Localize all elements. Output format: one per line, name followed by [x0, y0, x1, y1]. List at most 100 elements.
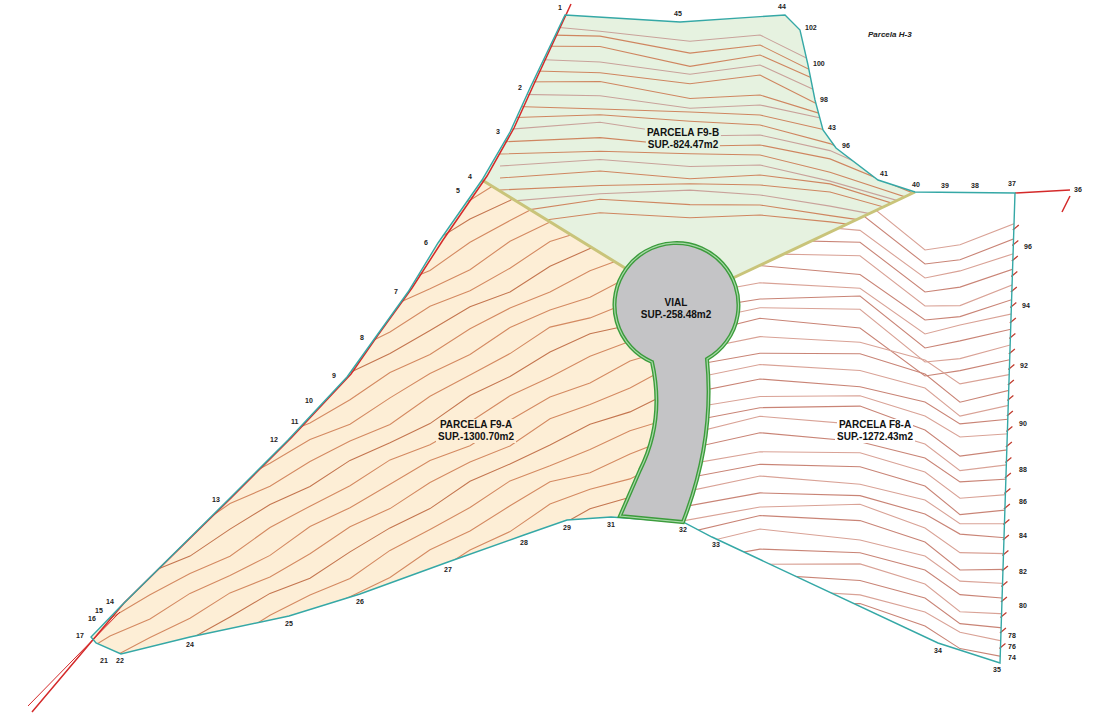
- contour-line: [500, 94, 930, 180]
- point-number: 11: [291, 418, 298, 426]
- elevation-label: 78: [1008, 632, 1016, 640]
- contour-line: [70, 0, 750, 222]
- point-number: 28: [520, 539, 528, 547]
- elevation-label: 94: [1022, 302, 1030, 310]
- contour-line: [500, 58, 930, 165]
- point-number: 39: [941, 182, 949, 190]
- parcel-outline: [91, 180, 665, 654]
- parcel-name: PARCELA F9-B: [645, 127, 721, 139]
- parcel-area: SUP.-824.47m2: [646, 139, 720, 151]
- contour-line: [70, 0, 750, 268]
- point-number: 26: [356, 598, 364, 606]
- point-number: 43: [828, 124, 836, 132]
- point-number: 8: [360, 334, 364, 342]
- boundary-line: [91, 15, 1015, 663]
- parcel-outline: [614, 243, 738, 524]
- point-number: 6: [424, 239, 428, 247]
- boundary-red-line: [32, 4, 571, 712]
- contour-line: [500, 22, 930, 150]
- point-number: 27: [444, 566, 452, 574]
- contour-line: [660, 626, 1020, 690]
- contour-line: [500, 46, 930, 160]
- point-number: 41: [880, 170, 888, 178]
- contour-line: [70, 493, 750, 719]
- point-number: 102: [805, 24, 817, 32]
- parcel-text: VIALSUP.-258.48m2: [639, 297, 713, 321]
- road-shape: [614, 243, 738, 522]
- contour-line: [500, 190, 930, 225]
- point-number: 45: [674, 10, 682, 18]
- parcel-area: SUP.-258.48m2: [639, 309, 713, 321]
- contour-line: [660, 476, 1020, 524]
- parcel-region: PARCELA F9-ASUP.-1300.70m2: [91, 180, 665, 654]
- parcel-shape: [91, 180, 656, 654]
- point-number: 38: [971, 182, 979, 190]
- contour-line: [70, 142, 750, 481]
- point-number: 2: [518, 84, 522, 92]
- elevation-label: 74: [1008, 654, 1016, 662]
- contour-line: [70, 189, 750, 534]
- contour-line: [70, 0, 750, 290]
- point-number: 3: [496, 128, 500, 136]
- elevation-label: 90: [1019, 420, 1027, 428]
- contour-line: [660, 516, 1020, 571]
- parcel-fill: [683, 192, 1015, 663]
- contour-line: [500, 34, 930, 155]
- contour-line: [500, 171, 930, 215]
- parcel-name: VIAL: [663, 297, 690, 309]
- contour-line: [660, 353, 1020, 402]
- parcel-note: Parcela H-3: [868, 30, 912, 39]
- boundary-red-line: [28, 612, 120, 706]
- parcel-name: PARCELA F9-A: [438, 419, 514, 431]
- contour-line: [660, 406, 1020, 456]
- elevation-label: 86: [1019, 498, 1027, 506]
- point-number: 5: [456, 187, 460, 195]
- point-number: 14: [106, 598, 114, 606]
- point-number: 35: [993, 666, 1001, 674]
- parcel-shape: [683, 192, 1015, 663]
- contour-line: [660, 549, 1020, 599]
- point-number: 4: [468, 173, 472, 181]
- parcel-text: PARCELA F9-BSUP.-824.47m2: [645, 127, 721, 151]
- contour-line: [70, 381, 750, 719]
- point-number: 33: [712, 541, 720, 549]
- point-number: 24: [186, 641, 194, 649]
- parcel-text: PARCELA F8-ASUP.-1272.43m2: [835, 419, 915, 443]
- contour-line: [70, 225, 750, 573]
- point-number: 32: [679, 526, 687, 534]
- point-number: 21: [100, 657, 108, 665]
- point-number: 15: [95, 607, 103, 615]
- contour-line: [660, 615, 1020, 675]
- parcel-shape: [482, 15, 915, 278]
- elevation-label: 82: [1019, 568, 1027, 576]
- parcel-fill: [91, 180, 656, 654]
- elevation-label: 92: [1020, 362, 1028, 370]
- contour-line: [660, 379, 1020, 424]
- point-number: 10: [305, 397, 313, 405]
- parcel-area: SUP.-1272.43m2: [835, 431, 915, 443]
- parcel-name: PARCELA F8-A: [837, 419, 913, 431]
- parcel-region: PARCELA F8-ASUP.-1272.43m2: [683, 192, 1015, 663]
- contour-line: [70, 0, 750, 202]
- contour-line: [70, 209, 750, 552]
- contour-line: [70, 0, 750, 243]
- elevation-label: 80: [1019, 602, 1027, 610]
- point-number: 12: [270, 436, 278, 444]
- point-number: 17: [76, 632, 84, 640]
- parcel-region: PARCELA F9-BSUP.-824.47m2: [482, 15, 915, 278]
- contour-line: [70, 0, 750, 116]
- contour-line: [500, 138, 930, 200]
- contour-line: [660, 493, 1020, 539]
- point-number: 37: [1008, 180, 1016, 188]
- point-number: 25: [285, 620, 293, 628]
- point-number: 31: [607, 521, 615, 529]
- point-number: 1: [558, 4, 562, 12]
- point-number: 100: [813, 60, 825, 68]
- point-number: 40: [912, 181, 920, 189]
- point-number: 34: [934, 647, 942, 655]
- contour-line: [660, 564, 1020, 615]
- elevation-label: 88: [1019, 466, 1027, 474]
- elevation-label: 76: [1008, 643, 1016, 651]
- contour-line: [660, 365, 1020, 417]
